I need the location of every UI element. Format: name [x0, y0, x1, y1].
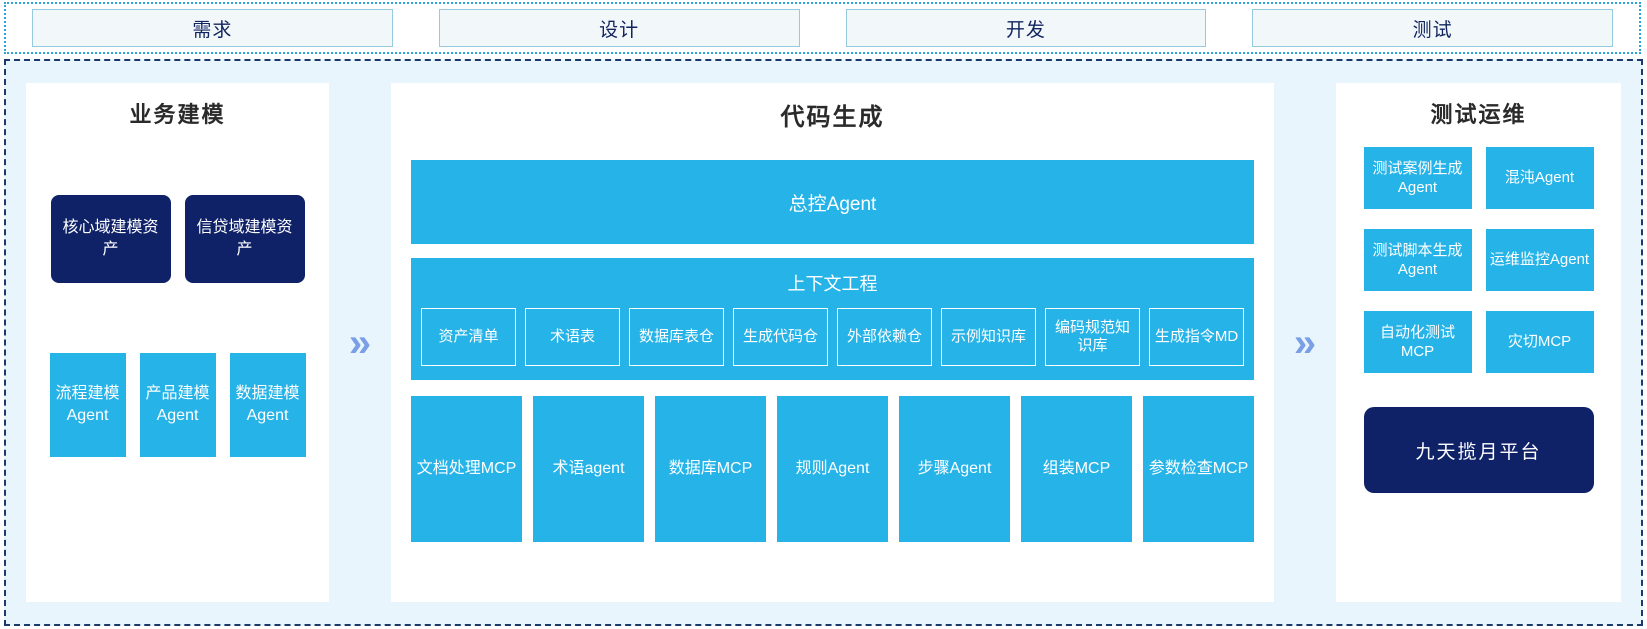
tool-card-assembly-mcp[interactable]: 组装MCP: [1021, 396, 1132, 542]
test-ops-card-chaos-agent[interactable]: 混沌Agent: [1485, 147, 1594, 209]
stage-box-development[interactable]: 开发: [845, 9, 1207, 47]
stage-box-requirements[interactable]: 需求: [32, 9, 393, 47]
context-item-glossary[interactable]: 术语表: [525, 308, 620, 366]
panel-title-test-ops: 测试运维: [1430, 102, 1527, 127]
business-modeling-asset-group: 核心域建模资产 信贷域建模资产: [50, 195, 305, 283]
context-item-generation-instruction-md[interactable]: 生成指令MD: [1149, 308, 1244, 366]
tool-card-parameter-check-mcp[interactable]: 参数检查MCP: [1143, 396, 1254, 542]
test-ops-card-automated-testing-mcp[interactable]: 自动化测试MCP: [1363, 311, 1472, 373]
lifecycle-stage-band: 需求 设计 开发 测试: [4, 2, 1641, 54]
context-item-example-knowledge-base[interactable]: 示例知识库: [941, 308, 1036, 366]
platform-card-jiutian-lanyue[interactable]: 九天揽月平台: [1363, 407, 1594, 493]
test-ops-card-disaster-switch-mcp[interactable]: 灾切MCP: [1485, 311, 1594, 373]
tool-card-document-processing-mcp[interactable]: 文档处理MCP: [411, 396, 522, 542]
test-ops-card-ops-monitoring-agent[interactable]: 运维监控Agent: [1485, 229, 1594, 291]
test-ops-card-test-case-generation-agent[interactable]: 测试案例生成Agent: [1363, 147, 1472, 209]
context-item-coding-standard-knowledge-base[interactable]: 编码规范知识库: [1045, 308, 1140, 366]
context-engineering-title: 上下文工程: [787, 274, 878, 294]
tool-card-step-agent[interactable]: 步骤Agent: [899, 396, 1010, 542]
panel-code-generation: 代码生成 总控Agent 上下文工程 资产清单 术语表 数据库表仓 生成代码仓 …: [391, 83, 1274, 602]
test-ops-card-grid: 测试案例生成Agent 混沌Agent 测试脚本生成Agent 运维监控Agen…: [1363, 147, 1594, 373]
context-engineering-item-list: 资产清单 术语表 数据库表仓 生成代码仓 外部依赖仓 示例知识库 编码规范知识库…: [421, 308, 1244, 366]
master-agent-bar[interactable]: 总控Agent: [411, 160, 1254, 244]
context-item-generated-code-repo[interactable]: 生成代码仓: [733, 308, 828, 366]
stage-box-design[interactable]: 设计: [438, 9, 800, 47]
agent-card-process-modeling[interactable]: 流程建模Agent: [49, 353, 126, 457]
test-ops-card-test-script-generation-agent[interactable]: 测试脚本生成Agent: [1363, 229, 1472, 291]
tool-card-database-mcp[interactable]: 数据库MCP: [655, 396, 766, 542]
chevron-right-double-icon-1: »: [348, 320, 372, 365]
agent-card-data-modeling[interactable]: 数据建模Agent: [229, 353, 306, 457]
code-generation-body: 总控Agent 上下文工程 资产清单 术语表 数据库表仓 生成代码仓 外部依赖仓…: [391, 138, 1274, 542]
asset-card-core-domain[interactable]: 核心域建模资产: [50, 195, 171, 283]
tool-card-rule-agent[interactable]: 规则Agent: [777, 396, 888, 542]
stage-box-testing[interactable]: 测试: [1252, 9, 1613, 47]
architecture-main-region: 业务建模 核心域建模资产 信贷域建模资产 流程建模Agent 产品建模Agent…: [4, 59, 1643, 626]
chevron-right-double-icon-2: »: [1293, 320, 1317, 365]
context-item-db-table-repo[interactable]: 数据库表仓: [629, 308, 724, 366]
panel-title-code-generation: 代码生成: [780, 104, 885, 131]
agent-card-product-modeling[interactable]: 产品建模Agent: [139, 353, 216, 457]
context-engineering-block: 上下文工程 资产清单 术语表 数据库表仓 生成代码仓 外部依赖仓 示例知识库 编…: [411, 258, 1254, 380]
context-item-asset-inventory[interactable]: 资产清单: [421, 308, 516, 366]
panel-test-ops: 测试运维 测试案例生成Agent 混沌Agent 测试脚本生成Agent 运维监…: [1336, 83, 1621, 602]
tool-card-glossary-agent[interactable]: 术语agent: [533, 396, 644, 542]
panel-title-business-modeling: 业务建模: [129, 102, 226, 127]
business-modeling-agent-group: 流程建模Agent 产品建模Agent 数据建模Agent: [49, 353, 306, 457]
asset-card-credit-domain[interactable]: 信贷域建模资产: [184, 195, 305, 283]
panel-business-modeling: 业务建模 核心域建模资产 信贷域建模资产 流程建模Agent 产品建模Agent…: [26, 83, 329, 602]
context-item-external-dependency-repo[interactable]: 外部依赖仓: [837, 308, 932, 366]
code-generation-tool-row: 文档处理MCP 术语agent 数据库MCP 规则Agent 步骤Agent 组…: [411, 396, 1254, 542]
